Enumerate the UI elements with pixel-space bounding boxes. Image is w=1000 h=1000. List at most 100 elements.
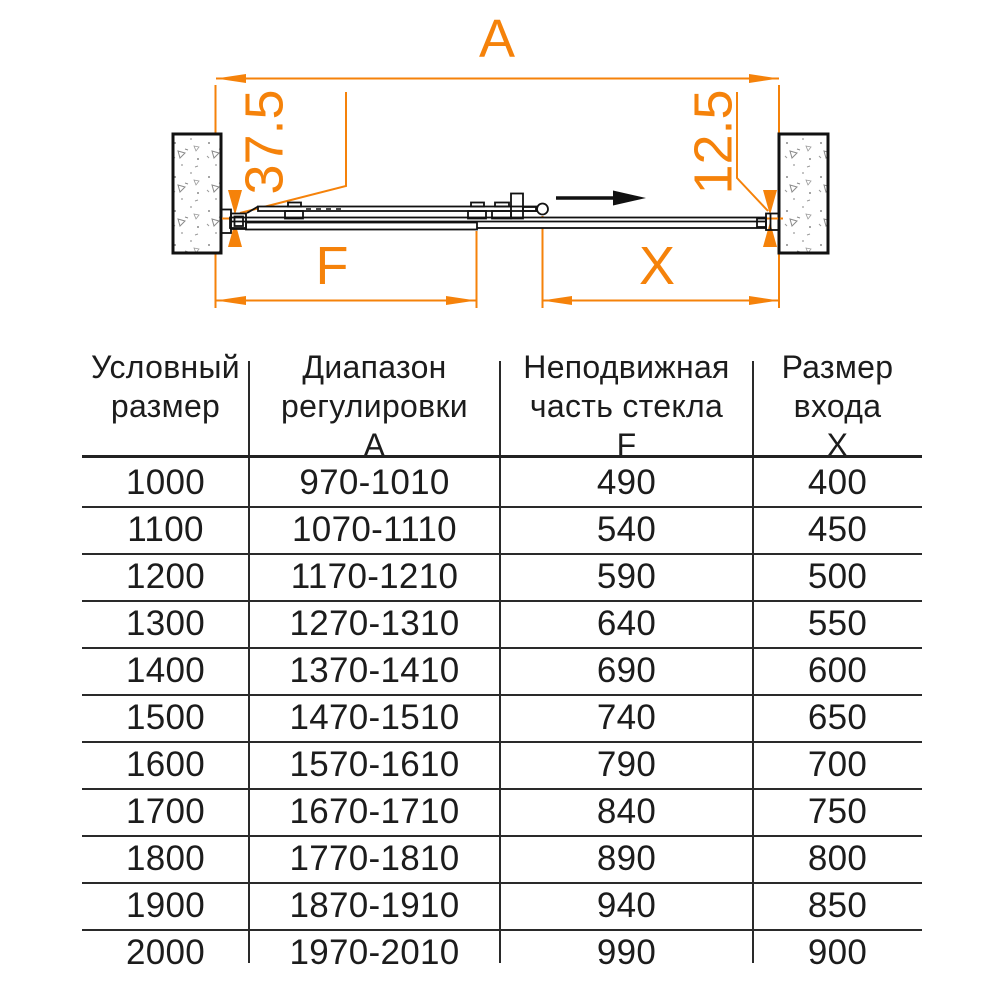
table-cell: 890: [596, 838, 657, 878]
table-cell: 1400: [125, 650, 206, 690]
header-line: Условный: [91, 349, 240, 385]
table-cell: 2000: [125, 932, 206, 972]
table-cell: 800: [807, 838, 868, 878]
table-cell: 500: [807, 556, 868, 596]
table-row: 1100 1070-1110 540 450: [82, 506, 922, 553]
table-cell: 600: [807, 650, 868, 690]
dimension-a: [216, 74, 779, 83]
table-row: 1600 1570-1610 790 700: [82, 741, 922, 788]
dimension-f: [216, 296, 476, 305]
table-cell: 700: [807, 744, 868, 784]
tick-arrow-down-icon: [763, 190, 777, 215]
header-line: Размер: [781, 349, 894, 385]
column-divider: [248, 361, 250, 963]
table-cell: 690: [596, 650, 657, 690]
table-cell: 1900: [125, 885, 206, 925]
row-divider: [82, 553, 922, 555]
header-line: А: [363, 427, 386, 463]
slide-direction-arrow-icon: [556, 190, 646, 206]
row-divider: [82, 647, 922, 649]
table-cell: 1870-1910: [289, 885, 460, 925]
table-cell: 590: [596, 556, 657, 596]
header-line: Неподвижная: [523, 349, 730, 385]
table-cell: 1500: [125, 697, 206, 737]
header-line: X: [826, 427, 849, 463]
dimension-37-5: [222, 92, 347, 247]
column-divider: [752, 361, 754, 963]
fixed-glass-panel: [245, 221, 478, 231]
header-line: часть стекла: [529, 388, 724, 424]
table-cell: 640: [596, 603, 657, 643]
table-cell: 1570-1610: [289, 744, 460, 784]
table-cell: 840: [596, 791, 657, 831]
table-cell: 1170-1210: [290, 556, 459, 596]
table-cell: 850: [807, 885, 868, 925]
row-divider: [82, 788, 922, 790]
row-divider: [82, 600, 922, 602]
door-technical-drawing: A 37.5 12.5: [171, 9, 830, 308]
table-cell: 1670-1710: [289, 791, 460, 831]
row-divider: [82, 835, 922, 837]
table-cell: 650: [807, 697, 868, 737]
table-cell: 1270-1310: [289, 603, 460, 643]
dimension-x: [542, 296, 779, 305]
table-cell: 1600: [125, 744, 206, 784]
header-line: Диапазон: [302, 349, 447, 385]
right-wall-profile: [765, 212, 780, 231]
table-cell: 990: [596, 932, 657, 972]
table-cell: 1070-1110: [292, 509, 457, 549]
arrowhead-left-icon: [216, 296, 246, 305]
row-divider: [82, 741, 922, 743]
header-line: размер: [110, 388, 221, 424]
header-line: регулировки: [281, 388, 468, 424]
table-row: 1300 1270-1310 640 550: [82, 600, 922, 647]
handle-knob: [536, 202, 549, 216]
table-cell: 790: [596, 744, 657, 784]
handle-bracket: [510, 192, 524, 220]
dimension-f-label: F: [316, 236, 349, 296]
tick-arrow-up-icon: [763, 222, 777, 247]
table-cell: 750: [807, 791, 868, 831]
row-divider: [82, 929, 922, 931]
table-cell: 940: [596, 885, 657, 925]
header-line: F: [616, 427, 637, 463]
arrowhead-right-icon: [749, 296, 779, 305]
table-cell: 1000: [125, 462, 206, 502]
table-row: 1900 1870-1910 940 850: [82, 882, 922, 929]
tick-arrow-down-icon: [228, 190, 242, 215]
table-cell: 740: [596, 697, 657, 737]
table-cell: 1300: [125, 603, 206, 643]
table-cell: 550: [807, 603, 868, 643]
arrowhead-right-icon: [446, 296, 476, 305]
table-cell: 1100: [127, 509, 204, 549]
table-row: 1200 1170-1210 590 500: [82, 553, 922, 600]
row-divider: [82, 694, 922, 696]
table-cell: 450: [807, 509, 868, 549]
table-cell: 900: [807, 932, 868, 972]
table-cell: 490: [596, 462, 657, 502]
table-cell: 1200: [125, 556, 206, 596]
row-divider: [82, 882, 922, 884]
table-cell: 540: [596, 509, 657, 549]
dimension-right-profile-label: 12.5: [683, 89, 743, 194]
sliding-door-assembly: [220, 192, 780, 234]
arrowhead-left-icon: [216, 74, 246, 83]
dimension-a-label: A: [479, 9, 515, 69]
wall-right: [777, 132, 830, 255]
dimension-left-profile-label: 37.5: [234, 89, 294, 194]
column-divider: [499, 361, 501, 963]
arrowhead-right-icon: [749, 74, 779, 83]
